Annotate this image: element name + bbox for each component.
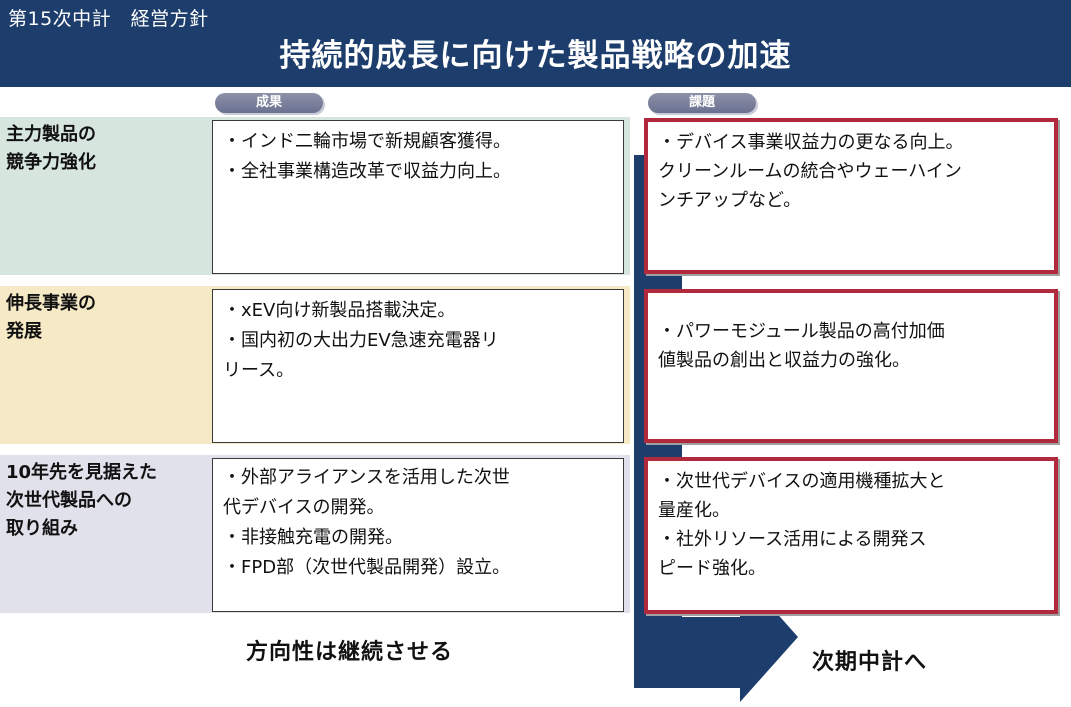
row-label: 主力製品の 競争力強化 [6,124,96,173]
achievement-line: ・xEV向け新製品搭載決定。 [223,300,456,321]
direction-caption: 方向性は継続させる [246,640,454,665]
achievements-box: ・xEV向け新製品搭載決定。 ・国内初の大出力EV急速充電器リ リース。 [212,289,624,443]
achievements-box: ・インド二輪市場で新規顧客獲得。 ・全社事業構造改革で収益力向上。 [212,120,624,274]
issue-line: ・パワーモジュール製品の高付加価 [658,321,945,342]
achievement-line: ・インド二輪市場で新規顧客獲得。 [223,131,511,152]
issue-line: ピード強化。 [658,558,766,579]
row-label: 10年先を見据えた 次世代製品への 取り組み [6,462,158,539]
header-subtitle: 第15次中計 経営方針 [8,8,209,30]
issues-box: ・パワーモジュール製品の高付加価 値製品の創出と収益力の強化。 [644,289,1058,443]
header-bar: 第15次中計 経営方針 持続的成長に向けた製品戦略の加速 [0,0,1071,87]
issue-line: 値製品の創出と収益力の強化。 [658,350,910,371]
issue-line: ・社外リソース活用による開発ス [658,529,927,550]
achievement-line: リース。 [223,360,295,381]
achievements-box: ・外部アライアンスを活用した次世 代デバイスの開発。 ・非接触充電の開発。 ・F… [212,458,624,612]
issues-pill: 課題 [648,93,756,113]
issue-line: ・次世代デバイスの適用機種拡大と [658,471,946,492]
achievement-line: ・全社事業構造改革で収益力向上。 [223,161,511,182]
issues-box: ・次世代デバイスの適用機種拡大と 量産化。 ・社外リソース活用による開発ス ピー… [644,457,1058,614]
achievement-line: ・非接触充電の開発。 [223,527,403,548]
achievement-line: ・国内初の大出力EV急速充電器リ [223,330,499,351]
issue-line: 量産化。 [658,500,730,521]
achievement-line: ・FPD部（次世代製品開発）設立。 [223,557,511,578]
issue-line: ・デバイス事業収益力の更なる向上。 [658,132,964,153]
achievements-pill: 成果 [215,93,323,113]
page-title: 持続的成長に向けた製品戦略の加速 [279,38,792,74]
issue-line: ンチアップなど。 [658,190,802,211]
achievement-line: 代デバイスの開発。 [223,497,385,518]
issues-box: ・デバイス事業収益力の更なる向上。 クリーンルームの統合やウェーハイン ンチアッ… [644,118,1058,274]
next-plan-caption: 次期中計へ [812,650,928,675]
row-label: 伸長事業の 発展 [6,293,96,342]
issue-line: クリーンルームの統合やウェーハイン [658,161,962,182]
achievement-line: ・外部アライアンスを活用した次世 [223,467,510,488]
